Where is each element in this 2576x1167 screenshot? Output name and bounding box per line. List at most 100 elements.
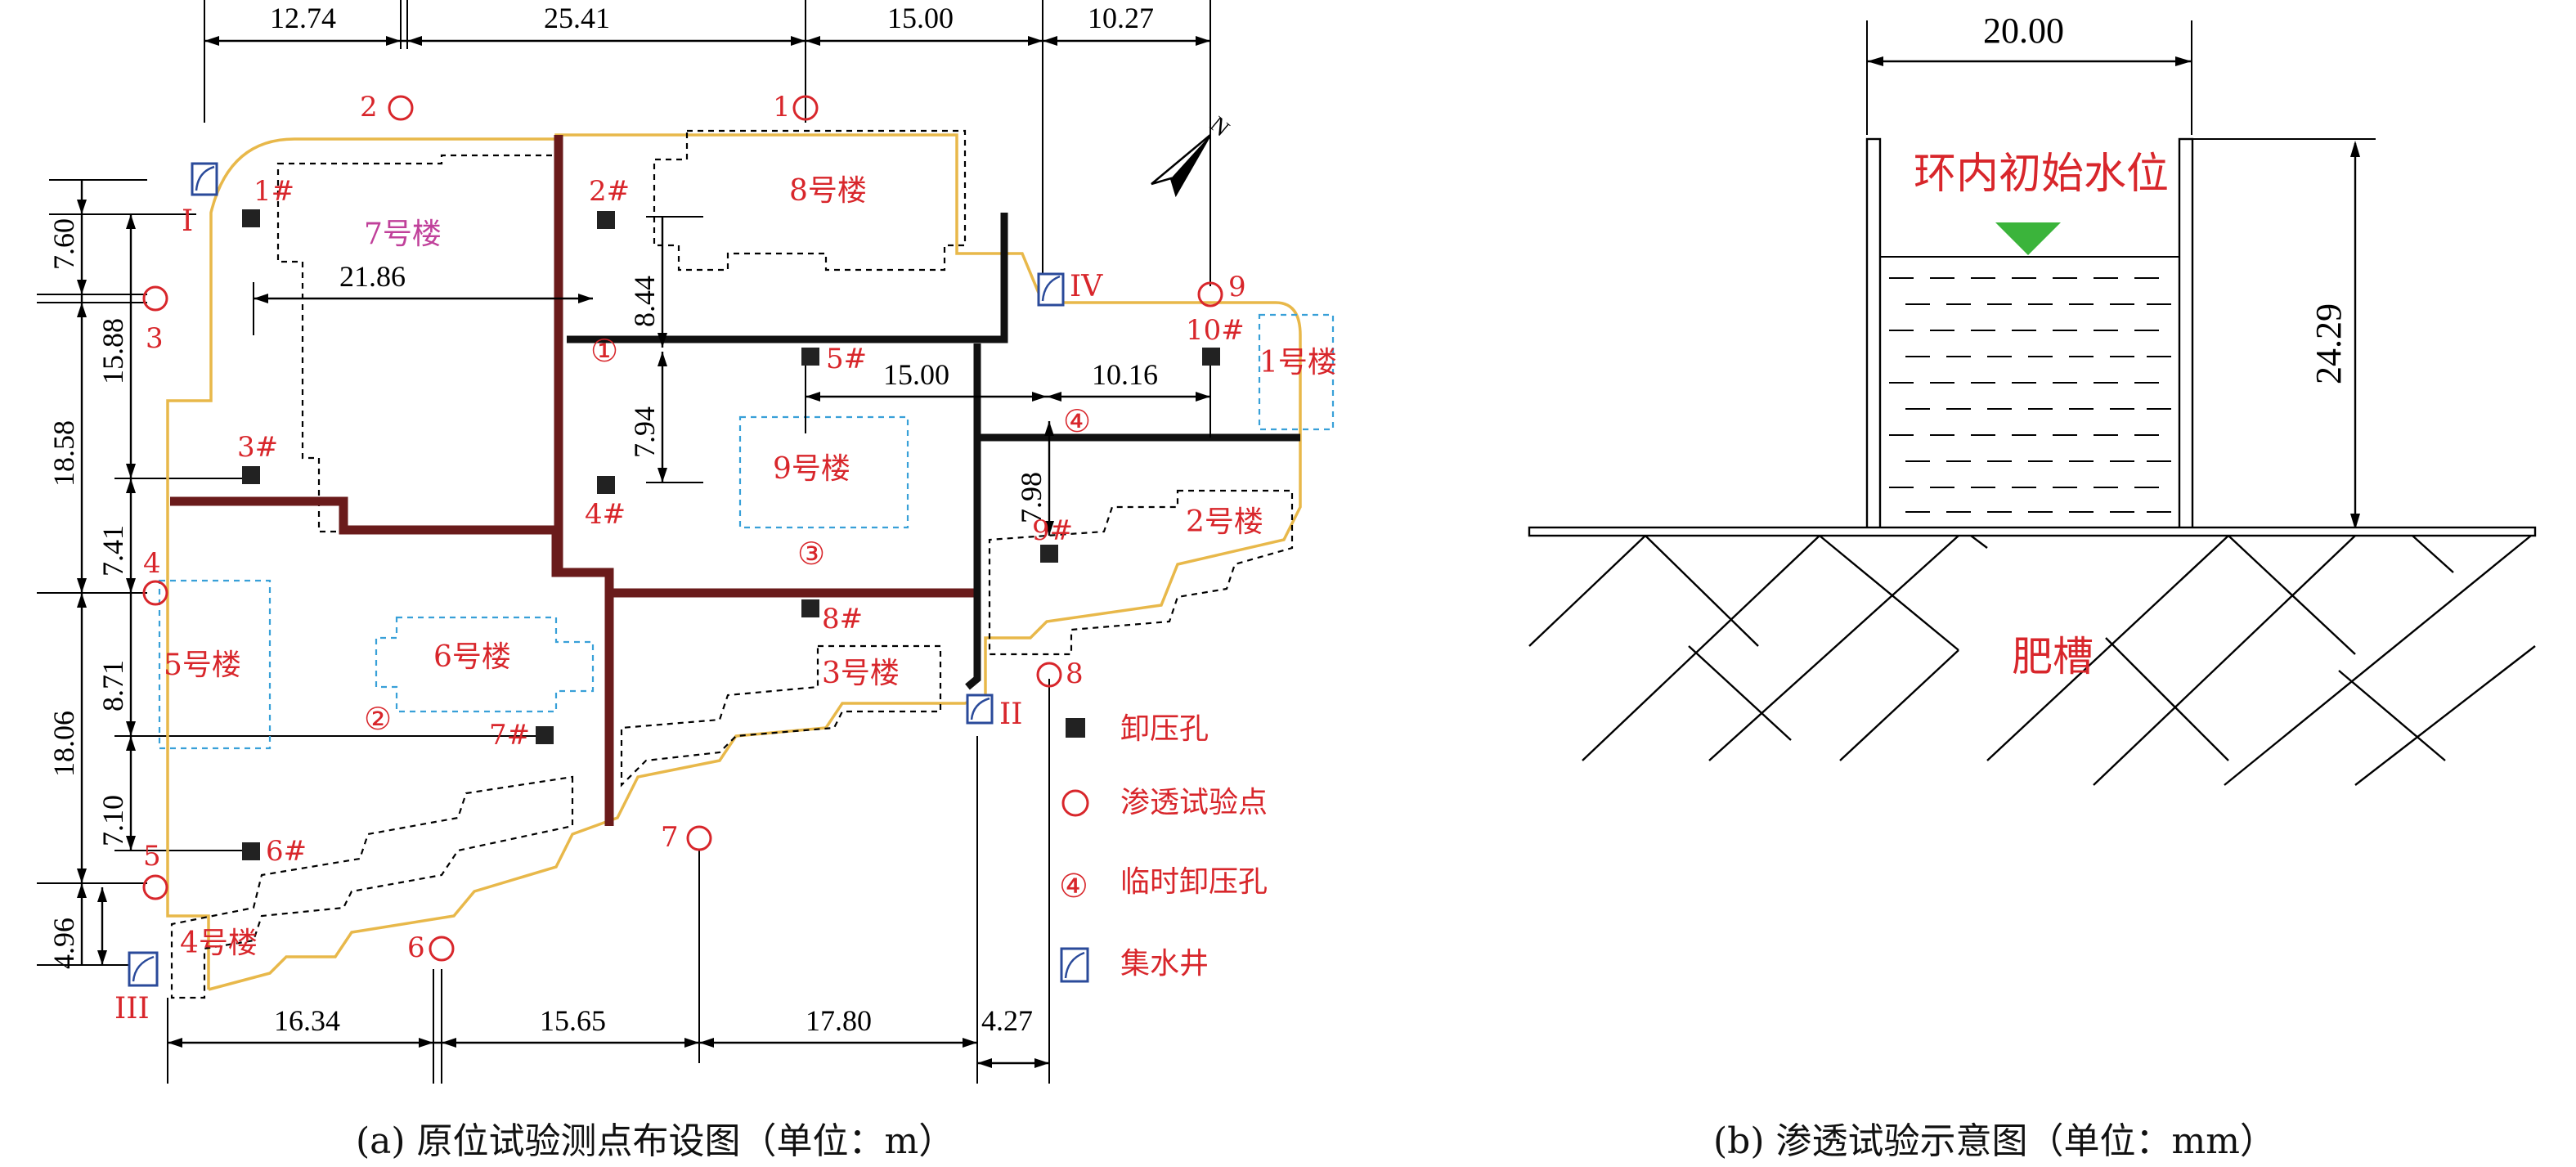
test-points: 1 2 3 4 5 6 7 8 9: [142, 91, 1246, 964]
temp-hole-4-label: ④: [1063, 403, 1091, 439]
water-body: [1880, 222, 2179, 513]
ring-left-wall: [1865, 137, 1882, 533]
building-3-outline: [620, 644, 942, 788]
site-boundary: [166, 133, 1302, 991]
dim-21-86: 21.86: [339, 260, 406, 293]
legend: 卸压孔 渗透试验点 ④ 临时卸压孔 集水井: [1059, 712, 1268, 983]
bottom-dim-4: 4.27: [981, 1004, 1033, 1037]
left-outer-dimension: 7.60 18.58 18.06 4.96: [37, 179, 196, 969]
relief-hole-5-label: 5#: [826, 343, 867, 375]
soil-label: 肥槽: [2012, 633, 2094, 680]
water-level-marker: [1995, 222, 2061, 255]
relief-hole-2-label: 2#: [589, 175, 630, 208]
building-8-label: 8号楼: [789, 174, 867, 208]
temp-hole-3-label: ③: [797, 536, 825, 572]
permeability-test-schematic: 20.00 环内初始水位: [1528, 11, 2537, 1162]
top-dim-1: 12.74: [270, 2, 336, 34]
building-9-label: 9号楼: [773, 452, 850, 486]
building-8-outline: [653, 129, 967, 272]
test-point-9-label: 9: [1228, 271, 1246, 303]
relief-hole-3-label: 3#: [237, 431, 278, 464]
legend-test-point: 渗透试验点: [1120, 786, 1268, 819]
left-inner-dimension: 15.88 7.41 8.71 7.10: [96, 214, 540, 851]
relief-hole-6-label: 6#: [266, 835, 307, 868]
height-dim: 24.29: [2309, 303, 2349, 384]
building-7-outline: [276, 154, 558, 533]
dim-10-16: 10.16: [1092, 358, 1158, 391]
legend-well: 集水井: [1120, 947, 1209, 981]
ground-surface: [1528, 526, 2537, 537]
well-IV-label: IV: [1070, 270, 1103, 303]
dim-7-94: 7.94: [628, 406, 661, 458]
building-2-label: 2号楼: [1186, 505, 1263, 539]
well-II-label: II: [999, 698, 1022, 731]
water-label: 环内初始水位: [1914, 150, 2169, 199]
test-point-3-label: 3: [146, 322, 164, 355]
top-dim-2: 25.41: [544, 2, 610, 34]
building-7-label: 7号楼: [364, 218, 442, 251]
building-6-outline: [375, 616, 595, 713]
building-4-outline: [170, 775, 574, 999]
site-plan: 12.74 25.41 15.00 10.27 16.34 15.65: [37, 0, 1337, 1162]
legend-relief-hole: 卸压孔: [1120, 712, 1209, 746]
building-9-outline: [738, 415, 909, 529]
top-dim-3: 15.00: [887, 2, 954, 34]
building-5-outline: [158, 579, 272, 750]
top-dim-4: 10.27: [1088, 2, 1154, 34]
test-point-5-label: 5: [143, 840, 161, 873]
width-dim: 20.00: [1983, 11, 2064, 51]
test-point-1-label: 1: [773, 91, 791, 123]
sump-wells: I II III IV: [114, 162, 1103, 1026]
relief-hole-8-label: 8#: [822, 603, 863, 635]
well-I-label: I: [182, 204, 193, 238]
dim-7-98: 7.98: [1015, 472, 1048, 523]
relief-hole-4-label: 4#: [585, 498, 626, 531]
temp-hole-1-label: ①: [590, 333, 618, 369]
temp-holes: ① ② ③ ④: [364, 333, 1091, 737]
building-1-outline: [1258, 313, 1335, 431]
dim-8-44: 8.44: [628, 276, 661, 327]
north-arrow: N: [1151, 112, 1234, 198]
legend-temp-hole: 临时卸压孔: [1120, 865, 1268, 899]
relief-hole-7-label: 7#: [489, 719, 530, 752]
bottom-dim-1: 16.34: [274, 1004, 340, 1037]
bottom-dim-3: 17.80: [806, 1004, 872, 1037]
left-dim-4: 4.96: [47, 918, 80, 969]
test-point-6-label: 6: [407, 931, 425, 964]
building-1-label: 1号楼: [1259, 346, 1337, 379]
well-III-label: III: [114, 992, 150, 1026]
legend-temp-hole-symbol: ④: [1059, 868, 1088, 905]
left-dim-3: 18.06: [47, 711, 80, 777]
test-point-4-label: 4: [143, 547, 161, 580]
left-dim-2: 18.58: [47, 420, 80, 487]
bottom-dimension: 16.34 15.65 17.80 4.27: [167, 679, 1050, 1084]
relief-hole-9-label: 9#: [1032, 514, 1073, 547]
left-dim-1: 7.60: [47, 218, 80, 270]
dim-15-00-inner: 15.00: [883, 358, 949, 391]
building-4-label: 4号楼: [180, 927, 258, 960]
inner-dim-4: 7.10: [96, 795, 129, 846]
relief-holes: 1# 2# 3# 4# 5# 6# 7# 8# 9# 10#: [237, 175, 1245, 868]
test-point-8-label: 8: [1066, 658, 1084, 690]
building-6-label: 6号楼: [433, 640, 511, 674]
relief-hole-10-label: 10#: [1186, 314, 1245, 347]
relief-hole-1-label: 1#: [254, 175, 294, 208]
bottom-dim-2: 15.65: [540, 1004, 606, 1037]
test-point-7-label: 7: [661, 821, 679, 854]
building-labels: 7号楼 8号楼 9号楼 1号楼 2号楼 3号楼 4号楼 5号楼 6号楼: [164, 174, 1337, 960]
inner-dim-2: 7.41: [96, 525, 129, 577]
soil-hatching: [1528, 535, 2536, 786]
building-2-outline: [988, 489, 1294, 656]
building-3-label: 3号楼: [822, 657, 900, 690]
building-5-label: 5号楼: [164, 649, 241, 682]
inner-dimensions: 21.86 8.44 7.94 15.00 10.16 7.98: [253, 216, 1211, 536]
top-dimension: 12.74 25.41 15.00 10.27: [204, 0, 1211, 286]
test-point-2-label: 2: [360, 91, 378, 123]
inner-dim-1: 15.88: [96, 318, 129, 384]
inner-dim-3: 8.71: [96, 660, 129, 711]
ring-right-wall: [2178, 137, 2194, 533]
caption-b: (b) 渗透试验示意图（单位：mm）: [1713, 1120, 2276, 1162]
retaining-walls: [170, 135, 1300, 826]
caption-a: (a) 原位试验测点布设图（单位：m）: [356, 1120, 954, 1162]
